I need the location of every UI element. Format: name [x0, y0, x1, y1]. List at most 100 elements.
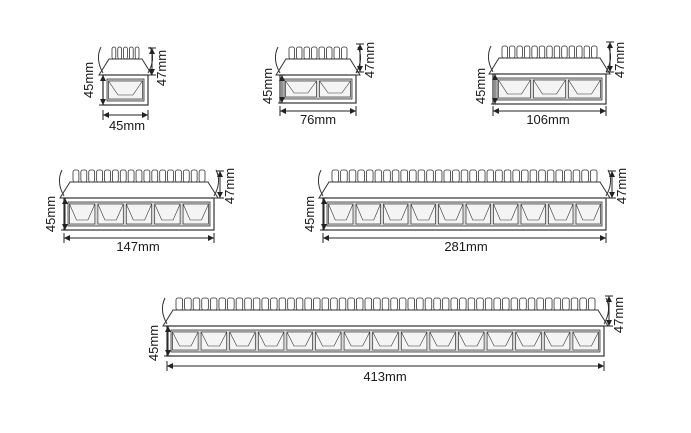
depth-label-p1: 47mm	[154, 50, 169, 86]
fin-p3-6	[546, 45, 553, 59]
reflector-facet-p5-2	[383, 203, 409, 221]
fin-p2-6	[333, 46, 340, 60]
fin-p1-3	[128, 46, 134, 60]
reflector-facet-p6-11	[486, 331, 513, 347]
fin-p6-29	[424, 297, 433, 311]
width-dimension-p2-arrow-left	[280, 108, 286, 114]
reflector-facet-p5-0	[328, 203, 354, 221]
fin-p5-12	[434, 169, 443, 183]
reflector-cell-p6-13	[543, 331, 571, 351]
height-label-p1: 45mm	[81, 62, 96, 98]
reflector-facet-p6-7	[372, 331, 399, 347]
reflector-cell-p4-1	[97, 203, 124, 225]
fin-p2-2	[303, 46, 310, 60]
fin-p3-11	[583, 45, 590, 59]
fin-p3-7	[553, 45, 561, 59]
fin-p6-43	[545, 297, 553, 311]
luminaire-drawing-p4	[58, 169, 224, 243]
fin-p6-23	[373, 297, 381, 311]
fin-p5-7	[391, 169, 400, 183]
reflector-facet-p2-0	[285, 80, 317, 94]
depth-dimension-p5-arrow-top	[609, 171, 615, 177]
reflector-facet-p4-3	[154, 203, 181, 221]
housing-p6	[162, 309, 609, 327]
reflector-cell-p5-6	[493, 203, 519, 225]
fin-p1-4	[134, 46, 140, 60]
width-dimension-p4-arrow-left	[64, 235, 70, 241]
housing-p5	[318, 181, 611, 199]
height-dimension-p3-arrow-top	[492, 74, 498, 80]
height-dimension-p6-arrow-top	[165, 326, 171, 332]
fin-p5-14	[452, 169, 460, 183]
fin-p6-17	[321, 297, 330, 311]
fin-p5-8	[400, 169, 408, 183]
fin-p3-10	[576, 45, 583, 59]
reflector-cell-p6-9	[429, 331, 456, 351]
fin-p5-6	[383, 169, 391, 183]
fin-p6-28	[416, 297, 424, 311]
width-dimension-p4-arrow-right	[208, 235, 214, 241]
fin-p5-19	[495, 169, 503, 183]
product-p3: 106mm 45mm 47mm	[473, 41, 627, 127]
fin-p4-2	[88, 169, 96, 183]
height-dimension-p4-arrow-bottom	[62, 224, 68, 230]
fin-p4-9	[143, 169, 151, 183]
fin-p3-12	[591, 45, 598, 59]
fin-p6-8	[244, 297, 252, 311]
width-label-p6: 413mm	[363, 369, 406, 384]
fin-p4-5	[112, 169, 119, 183]
height-label-p5: 45mm	[302, 196, 317, 232]
width-dimension-p2-arrow-right	[350, 108, 356, 114]
fin-p4-10	[151, 169, 159, 183]
fin-p4-16	[198, 169, 206, 183]
fin-p2-1	[296, 46, 303, 60]
width-label-p3: 106mm	[526, 112, 569, 127]
fin-p6-16	[313, 297, 321, 311]
fin-p6-34	[467, 297, 476, 311]
reflector-facet-p5-5	[465, 203, 491, 221]
reflector-cell-p6-4	[286, 331, 313, 351]
reflector-cell-p5-5	[465, 203, 491, 225]
fin-p5-27	[564, 169, 572, 183]
fin-p5-13	[443, 169, 451, 183]
clip-left-p4	[58, 169, 65, 197]
fin-p6-20	[347, 297, 355, 311]
fin-p6-15	[304, 297, 312, 311]
width-dimension-p1-arrow-right	[142, 112, 148, 118]
housing-p2	[275, 58, 361, 76]
reflector-cell-p5-3	[410, 203, 436, 225]
reflector-facet-p5-9	[575, 203, 601, 221]
product-p5: 281mm 45mm 47mm	[302, 168, 629, 254]
fin-p3-8	[561, 45, 568, 59]
reflector-facet-p6-14	[572, 331, 599, 347]
reflector-cell-p5-4	[438, 203, 464, 225]
reflector-cell-p5-7	[520, 203, 546, 225]
product-p2: 76mm 45mm 47mm	[260, 42, 377, 127]
reflector-cell-p6-2	[229, 331, 256, 351]
reflector-cell-p5-0	[328, 203, 354, 225]
fin-p5-20	[503, 169, 512, 183]
fin-p6-22	[364, 297, 373, 311]
fin-p6-46	[570, 297, 579, 311]
fin-p2-4	[318, 46, 325, 60]
reflector-facet-p6-8	[401, 331, 428, 347]
fin-p6-45	[562, 297, 570, 311]
reflector-facet-p6-9	[429, 331, 456, 347]
reflector-facet-p6-10	[458, 331, 485, 347]
fin-p5-24	[538, 169, 546, 183]
fin-p4-14	[182, 169, 190, 183]
reflector-cell-p6-5	[315, 331, 342, 351]
reflector-cell-p4-2	[125, 203, 153, 225]
fin-p3-1	[509, 45, 516, 59]
clip-left-p1	[97, 46, 104, 74]
fin-p5-29	[581, 169, 589, 183]
fin-p5-11	[426, 169, 434, 183]
fin-p5-26	[555, 169, 563, 183]
fin-p1-1	[117, 46, 123, 60]
reflector-facet-p5-3	[410, 203, 436, 221]
luminaire-drawing-p1	[97, 46, 156, 120]
reflector-facet-p6-13	[544, 331, 571, 347]
width-dimension-p5-arrow-right	[600, 235, 606, 241]
fin-p3-5	[538, 45, 546, 59]
fin-p6-5	[218, 297, 226, 311]
